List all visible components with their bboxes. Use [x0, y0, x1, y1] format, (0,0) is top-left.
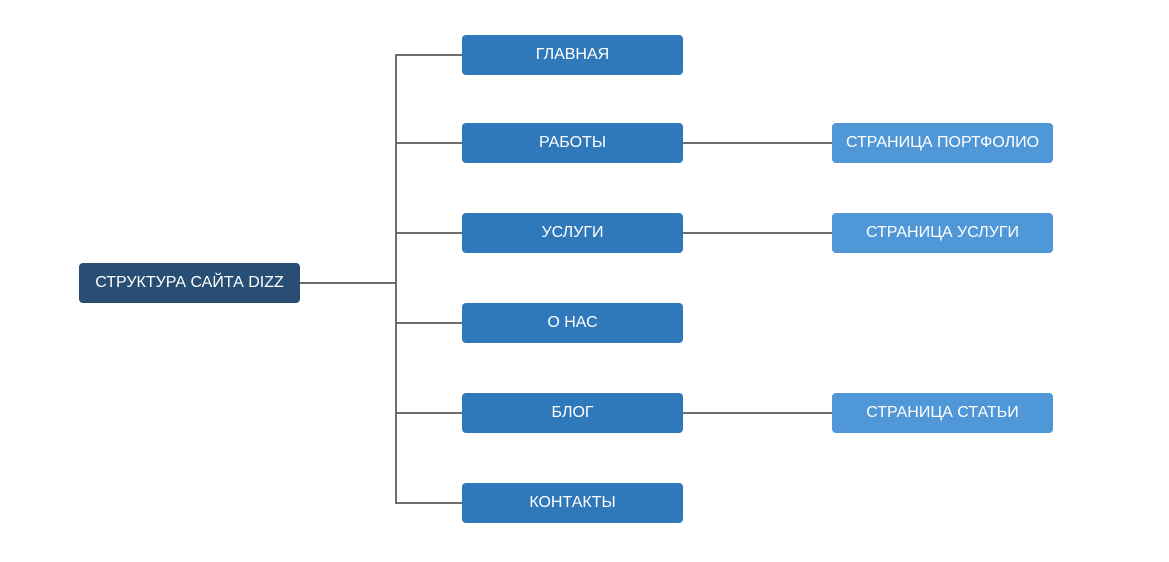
page-node-kontakty[interactable]: КОНТАКТЫ	[462, 483, 683, 523]
root-node[interactable]: СТРУКТУРА САЙТА DIZZ	[79, 263, 300, 303]
subpage-node-portfolio[interactable]: СТРАНИЦА ПОРТФОЛИО	[832, 123, 1053, 163]
subpage-node-article[interactable]: СТРАНИЦА СТАТЬИ	[832, 393, 1053, 433]
page-node-raboty[interactable]: РАБОТЫ	[462, 123, 683, 163]
page-node-blog[interactable]: БЛОГ	[462, 393, 683, 433]
page-node-o-nas[interactable]: О НАС	[462, 303, 683, 343]
page-node-glavnaya[interactable]: ГЛАВНАЯ	[462, 35, 683, 75]
page-node-uslugi[interactable]: УСЛУГИ	[462, 213, 683, 253]
subpage-node-service[interactable]: СТРАНИЦА УСЛУГИ	[832, 213, 1053, 253]
